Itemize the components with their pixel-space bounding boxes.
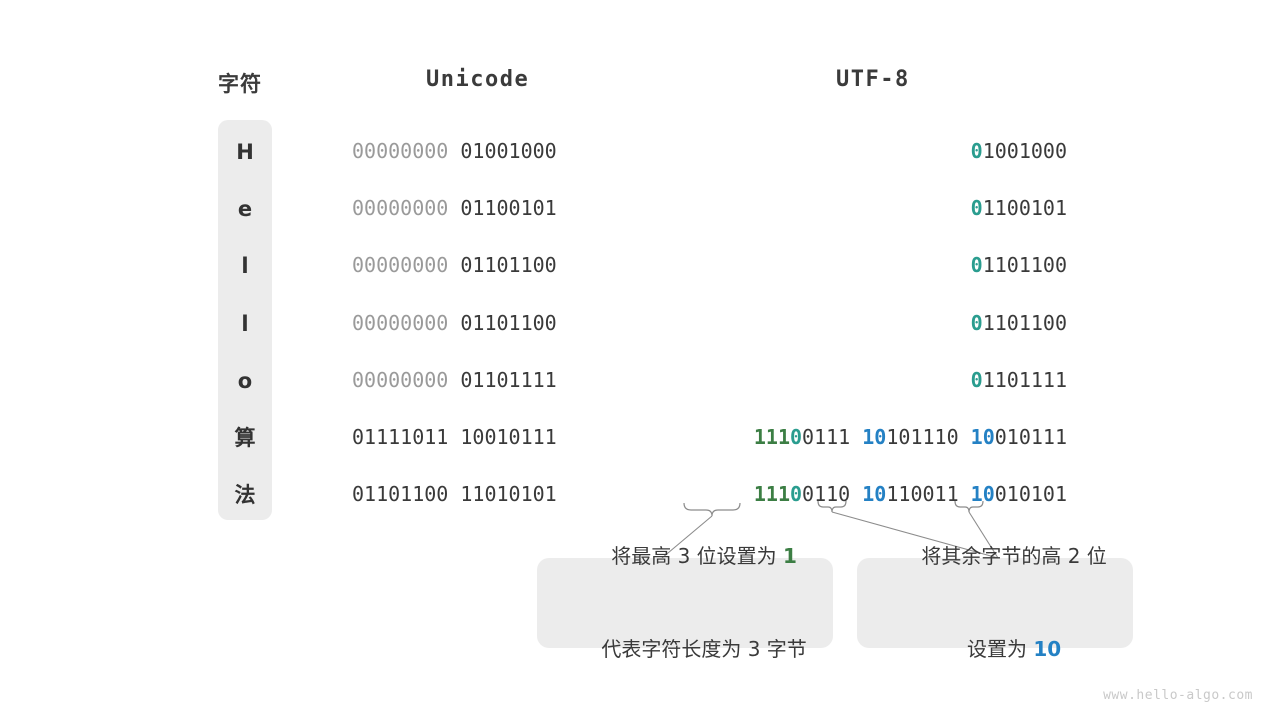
character-cell: 法 xyxy=(234,483,256,508)
unicode-byte-1: 00000000 xyxy=(352,253,449,278)
character-cell: e xyxy=(237,197,253,222)
callout-2-line-2-pre: 设置为 xyxy=(966,637,1034,661)
column-header-utf8: UTF-8 xyxy=(836,67,910,92)
utf8-prefix-bits: 0 xyxy=(970,310,983,335)
unicode-byte-1: 00000000 xyxy=(352,310,449,335)
utf8-bits-row: 01100101 xyxy=(971,198,1067,218)
unicode-byte-2: 01001000 xyxy=(460,139,557,163)
callout-1-highlight: 1 xyxy=(783,544,797,568)
character-cell: H xyxy=(236,140,254,164)
unicode-byte-2: 10010111 xyxy=(460,425,557,449)
watermark: www.hello-algo.com xyxy=(1103,688,1253,703)
callout-2-line-1: 将其余字节的高 2 位 xyxy=(883,510,1107,603)
unicode-bits-row: 01101100 11010101 xyxy=(352,484,557,504)
utf8-prefix-bits: 111 xyxy=(753,482,790,507)
utf8-payload-bits: 1100101 xyxy=(982,196,1067,221)
utf8-prefix-bits: 10 xyxy=(970,482,995,507)
utf8-prefix-bits: 10 xyxy=(970,425,995,449)
unicode-byte-2: 11010101 xyxy=(460,482,557,507)
callout-2-highlight: 10 xyxy=(1033,637,1062,661)
utf8-prefix-bits: 10 xyxy=(862,482,887,507)
unicode-byte-1: 01111011 xyxy=(352,425,449,449)
unicode-byte-2: 01101111 xyxy=(460,367,557,392)
utf8-prefix-terminator-bit: 0 xyxy=(790,482,803,507)
utf8-bits-row: 01101111 xyxy=(971,370,1067,390)
character-cell: l xyxy=(241,311,249,336)
utf8-prefix-bits: 0 xyxy=(970,139,983,163)
callout-2-line-1-pre: 将其余字节的高 2 位 xyxy=(921,544,1107,568)
callout-2-line-2: 设置为 10 xyxy=(929,603,1061,696)
callout-leading-bits: 将最高 3 位设置为 1 代表字符长度为 3 字节 xyxy=(537,544,833,661)
unicode-bits-row: 00000000 01101100 xyxy=(352,313,557,333)
utf8-payload-bits: 0111 xyxy=(802,425,851,449)
column-header-character: 字符 xyxy=(218,72,262,96)
character-cell: o xyxy=(237,368,253,393)
unicode-bits-row: 00000000 01100101 xyxy=(352,198,557,218)
utf8-prefix-terminator-bit: 0 xyxy=(790,425,803,449)
utf8-bits-row: 01001000 xyxy=(971,141,1067,161)
character-cell: l xyxy=(241,254,249,279)
utf8-prefix-bits: 0 xyxy=(970,367,983,392)
column-header-unicode: Unicode xyxy=(426,67,530,92)
utf8-prefix-bits: 10 xyxy=(862,425,887,449)
callout-1-line-1-pre: 将最高 3 位设置为 xyxy=(611,544,784,568)
utf8-payload-bits: 1101100 xyxy=(982,310,1067,335)
unicode-bits-row: 00000000 01101100 xyxy=(352,255,557,275)
unicode-byte-1: 00000000 xyxy=(352,367,449,392)
utf8-payload-bits: 101110 xyxy=(886,425,959,449)
utf8-payload-bits: 1001000 xyxy=(982,139,1067,163)
callout-1-line-2: 代表字符长度为 3 字节 xyxy=(563,603,807,696)
utf8-payload-bits: 1101100 xyxy=(982,253,1067,278)
utf8-payload-bits: 010101 xyxy=(994,482,1067,507)
callout-continuation-bits: 将其余字节的高 2 位 设置为 10 xyxy=(857,544,1133,661)
unicode-byte-2: 01101100 xyxy=(460,253,557,278)
utf8-prefix-bits: 0 xyxy=(970,253,983,278)
unicode-bits-row: 00000000 01001000 xyxy=(352,141,557,161)
utf8-bits-row: 11100110 10110011 10010101 xyxy=(754,484,1067,504)
callout-1-line-2-pre: 代表字符长度为 3 字节 xyxy=(601,637,807,661)
utf8-bits-row: 11100111 10101110 10010111 xyxy=(754,427,1067,447)
callout-1-line-1: 将最高 3 位设置为 1 xyxy=(573,510,797,603)
unicode-byte-1: 01101100 xyxy=(352,482,449,507)
utf8-payload-bits: 1101111 xyxy=(982,367,1067,392)
utf8-payload-bits: 0110 xyxy=(802,482,851,507)
unicode-byte-2: 01100101 xyxy=(460,196,557,221)
unicode-bits-row: 01111011 10010111 xyxy=(352,427,557,447)
utf8-bits-row: 01101100 xyxy=(971,255,1067,275)
unicode-byte-1: 00000000 xyxy=(352,139,449,163)
unicode-bits-row: 00000000 01101111 xyxy=(352,370,557,390)
utf8-payload-bits: 110011 xyxy=(886,482,959,507)
character-cell: 算 xyxy=(234,426,256,450)
unicode-byte-2: 01101100 xyxy=(460,310,557,335)
utf8-prefix-bits: 111 xyxy=(753,425,790,449)
utf8-prefix-bits: 0 xyxy=(970,196,983,221)
unicode-byte-1: 00000000 xyxy=(352,196,449,221)
utf8-bits-row: 01101100 xyxy=(971,313,1067,333)
utf8-payload-bits: 010111 xyxy=(994,425,1067,449)
